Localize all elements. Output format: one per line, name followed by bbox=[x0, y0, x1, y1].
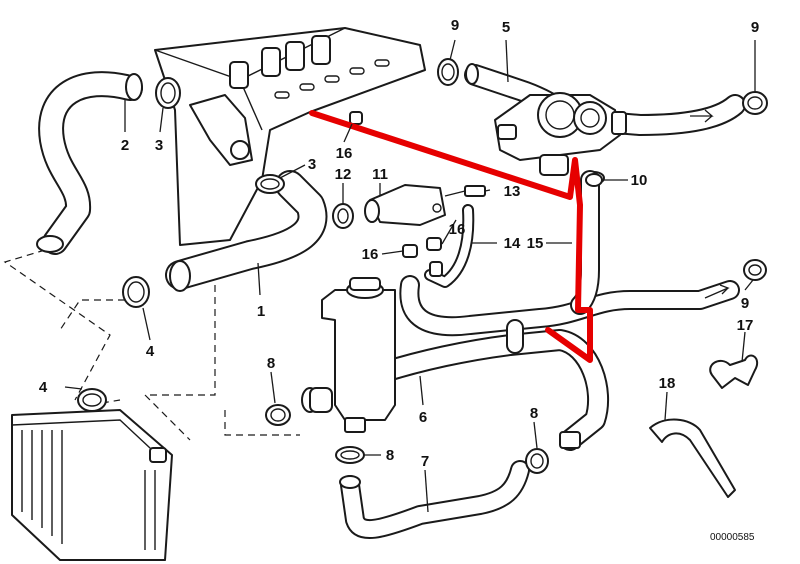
callout-15: 15 bbox=[527, 235, 544, 252]
callout-4-middle: 4 bbox=[146, 343, 155, 360]
bolt-13 bbox=[444, 185, 486, 197]
clamp-3-upper bbox=[155, 77, 181, 109]
callout-2: 2 bbox=[121, 137, 129, 154]
bracket-17 bbox=[709, 354, 759, 389]
hose-15 bbox=[399, 170, 740, 337]
callout-10: 10 bbox=[631, 172, 648, 189]
callout-11: 11 bbox=[372, 166, 388, 183]
expansion-tank bbox=[301, 277, 396, 433]
callout-16-right: 16 bbox=[449, 221, 466, 238]
highlighted-coolant-route bbox=[309, 110, 593, 363]
callout-9-top-left: 9 bbox=[451, 17, 459, 34]
strap-18 bbox=[649, 418, 736, 498]
callout-4-radiator: 4 bbox=[39, 379, 48, 396]
clamp-9-middle-right bbox=[743, 259, 767, 281]
hose-6 bbox=[364, 319, 610, 451]
callout-14: 14 bbox=[504, 235, 521, 252]
callout-8-left: 8 bbox=[267, 355, 275, 372]
hose-2 bbox=[36, 71, 143, 255]
callout-17: 17 bbox=[737, 317, 754, 334]
callout-9-top-right: 9 bbox=[751, 19, 759, 36]
callouts: 1 2 3 3 4 4 5 6 7 8 8 8 9 9 9 10 11 12 1… bbox=[39, 17, 759, 543]
clamp-3-lower bbox=[255, 174, 285, 194]
clamp-9-top-left bbox=[437, 58, 459, 86]
callout-18: 18 bbox=[659, 375, 676, 392]
clip-16 bbox=[349, 111, 443, 277]
hose-1 bbox=[165, 170, 328, 292]
clamp-9-top-right bbox=[742, 91, 768, 115]
callout-3-upper: 3 bbox=[155, 137, 163, 154]
callout-16-upper: 16 bbox=[336, 145, 353, 162]
clamp-4-radiator bbox=[77, 388, 107, 412]
throttle-body bbox=[494, 92, 627, 185]
clamp-8-bottom bbox=[335, 446, 365, 464]
callout-1: 1 bbox=[257, 303, 265, 320]
callout-13: 13 bbox=[504, 183, 521, 200]
callout-6: 6 bbox=[419, 409, 427, 426]
callout-7: 7 bbox=[421, 453, 429, 470]
leader-lines bbox=[64, 39, 756, 513]
callout-8-bottom: 8 bbox=[386, 447, 394, 464]
callout-16-left: 16 bbox=[362, 246, 379, 263]
clamp-4-middle bbox=[122, 276, 150, 308]
callout-9-middle-right: 9 bbox=[741, 295, 749, 312]
hose-clamps bbox=[77, 58, 768, 474]
callout-8-right: 8 bbox=[530, 405, 538, 422]
callout-12: 12 bbox=[335, 166, 352, 183]
engine-block bbox=[154, 27, 426, 246]
hose-14 bbox=[424, 204, 475, 288]
clamp-8-right bbox=[525, 448, 549, 474]
seal-ring-12 bbox=[332, 203, 354, 229]
callout-3-lower: 3 bbox=[308, 156, 316, 173]
drawing-code: 00000585 bbox=[710, 532, 755, 543]
callout-5: 5 bbox=[502, 19, 510, 36]
radiator bbox=[11, 409, 173, 561]
clamp-8-left bbox=[265, 404, 291, 426]
valve-11 bbox=[364, 184, 446, 226]
clamp-10 bbox=[585, 173, 603, 187]
hose-7 bbox=[339, 460, 530, 540]
